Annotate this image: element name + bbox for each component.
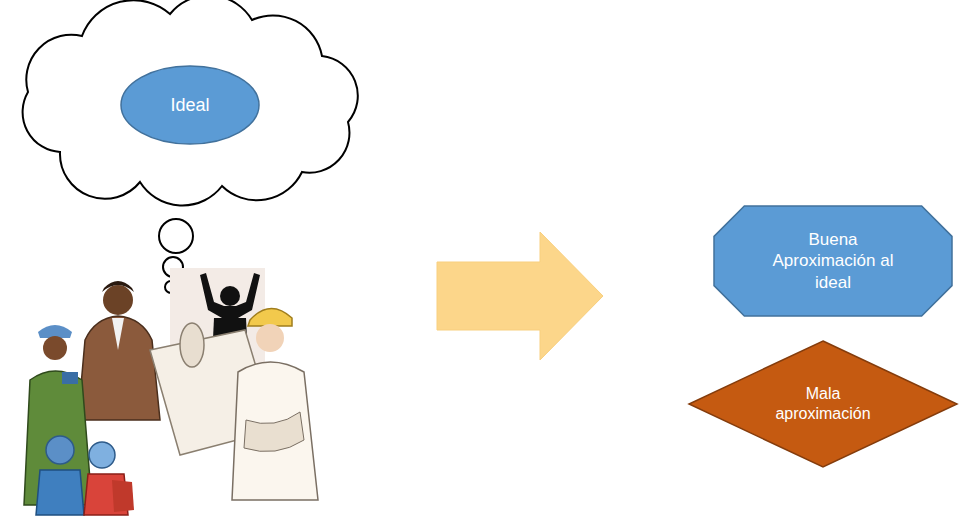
people-clipart (24, 268, 318, 515)
node-label: Buena Aproximación al ideal (758, 229, 908, 293)
node-label: Ideal (170, 94, 209, 117)
block-arrow (437, 232, 603, 360)
thought-bubble (159, 219, 193, 253)
thought-cloud (23, 0, 358, 205)
node-label: Mala aproximación (766, 384, 881, 424)
diamond-outline (688, 340, 958, 468)
ellipse-node: Ideal (120, 65, 260, 145)
diamond-node: Mala aproximación (688, 340, 958, 468)
octagon-node: Buena Aproximación al ideal (713, 205, 953, 317)
